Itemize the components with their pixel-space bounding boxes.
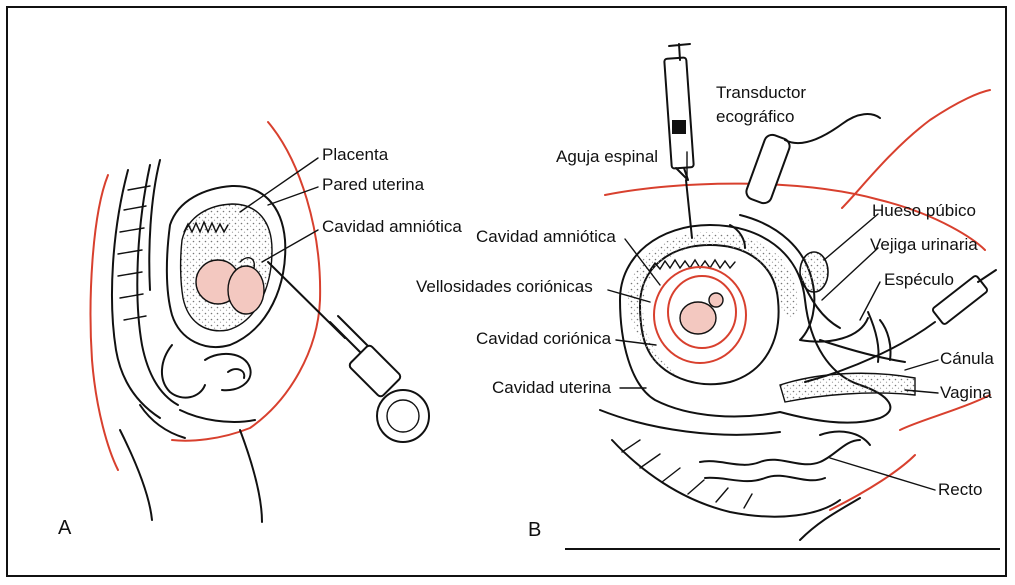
pelvic-organs-a xyxy=(140,345,255,438)
label-vagina: Vagina xyxy=(940,384,992,401)
vagina-canal xyxy=(780,373,915,402)
label-aguja-espinal: Aguja espinal xyxy=(556,148,658,165)
leader-vejiga xyxy=(822,248,878,300)
thigh-skin-b xyxy=(842,90,990,208)
bladder-pubic-b xyxy=(740,215,868,342)
label-pared-uterina: Pared uterina xyxy=(322,176,424,193)
speculum xyxy=(820,312,905,362)
label-vellosidades: Vellosidades coriónicas xyxy=(416,278,593,295)
leader-recto xyxy=(830,458,935,490)
label-cavidad-uterina: Cavidad uterina xyxy=(492,379,611,396)
label-vejiga-urinaria: Vejiga urinaria xyxy=(870,236,978,253)
leader-placenta xyxy=(240,158,318,212)
label-especulo: Espéculo xyxy=(884,271,954,288)
ultrasound-transducer xyxy=(744,114,880,205)
label-cavidad-amniotica-a: Cavidad amniótica xyxy=(322,218,462,235)
label-cavidad-corionica: Cavidad coriónica xyxy=(476,330,611,347)
label-ecografico: ecográfico xyxy=(716,108,794,125)
panel-letter-b: B xyxy=(528,520,541,540)
thigh-a xyxy=(120,430,152,520)
perineum-skin-b xyxy=(830,455,915,510)
label-transductor: Transductor xyxy=(716,84,806,101)
label-recto: Recto xyxy=(938,481,982,498)
fetus-b xyxy=(680,293,723,334)
uterus-a xyxy=(167,186,285,347)
leader-pared xyxy=(268,187,318,205)
pelvic-floor-b xyxy=(600,410,780,435)
needle-a xyxy=(268,262,429,442)
label-canula: Cánula xyxy=(940,350,994,367)
label-cavidad-amniotica-b: Cavidad amniótica xyxy=(476,228,616,245)
label-placenta: Placenta xyxy=(322,146,388,163)
panel-letter-a: A xyxy=(58,518,71,538)
leader-canula xyxy=(905,360,938,370)
rectum-sacrum xyxy=(612,432,870,540)
spinal-needle xyxy=(664,44,694,238)
pubic-bone xyxy=(800,252,828,292)
label-hueso-pubico: Hueso púbico xyxy=(872,202,976,219)
leg-a xyxy=(240,430,262,522)
